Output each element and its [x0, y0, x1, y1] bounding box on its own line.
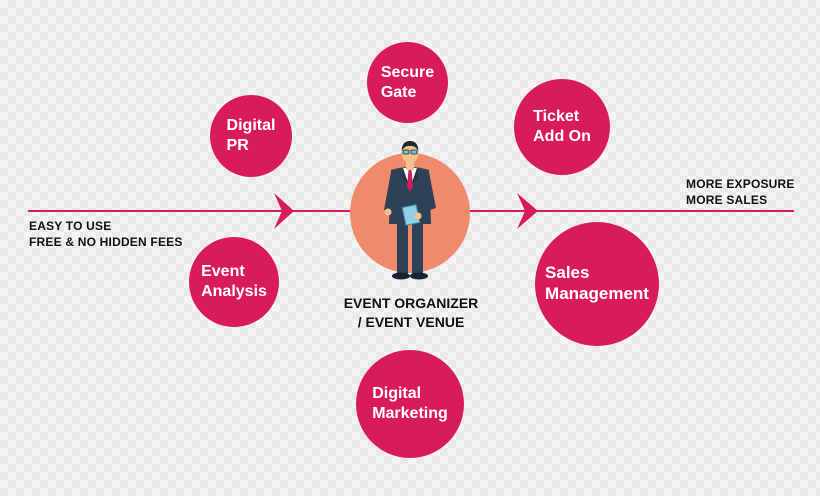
- arrow-head-left: [274, 193, 294, 229]
- feature-ticket-line2: Add On: [533, 128, 591, 145]
- center-label-line1: EVENT ORGANIZER: [343, 295, 479, 311]
- arrow-head-right: [517, 193, 538, 229]
- right-benefits: MORE EXPOSURE MORE SALES: [686, 176, 795, 208]
- feature-event-analysis-line1: Event: [201, 263, 245, 281]
- benefit-more-exposure: MORE EXPOSURE: [686, 177, 795, 191]
- feature-ticket-line1: Ticket: [533, 108, 580, 126]
- feature-event-analysis-line2: Analysis: [201, 283, 267, 300]
- benefit-free-no-fees: FREE & NO HIDDEN FEES: [29, 235, 183, 249]
- benefit-easy-to-use: EASY TO USE: [29, 219, 112, 233]
- benefit-more-sales: MORE SALES: [686, 193, 768, 207]
- center-label-line2: / EVENT VENUE: [357, 314, 465, 330]
- feature-secure-gate-line2: Gate: [380, 83, 417, 101]
- feature-digital-marketing-line2: Marketing: [372, 405, 448, 422]
- feature-sales-line2: Management: [545, 284, 649, 303]
- feature-digital-pr-line2: PR: [226, 137, 249, 154]
- feature-digital-marketing-line1: Digital: [372, 385, 422, 403]
- center-label: EVENT ORGANIZER / EVENT VENUE: [318, 294, 504, 332]
- feature-sales-line1: Sales: [545, 263, 590, 283]
- left-benefits: EASY TO USE FREE & NO HIDDEN FEES: [29, 218, 183, 250]
- feature-digital-pr-line1: Digital: [226, 117, 276, 135]
- feature-secure-gate-line1: Secure: [380, 63, 435, 81]
- businessman-icon: [384, 141, 436, 280]
